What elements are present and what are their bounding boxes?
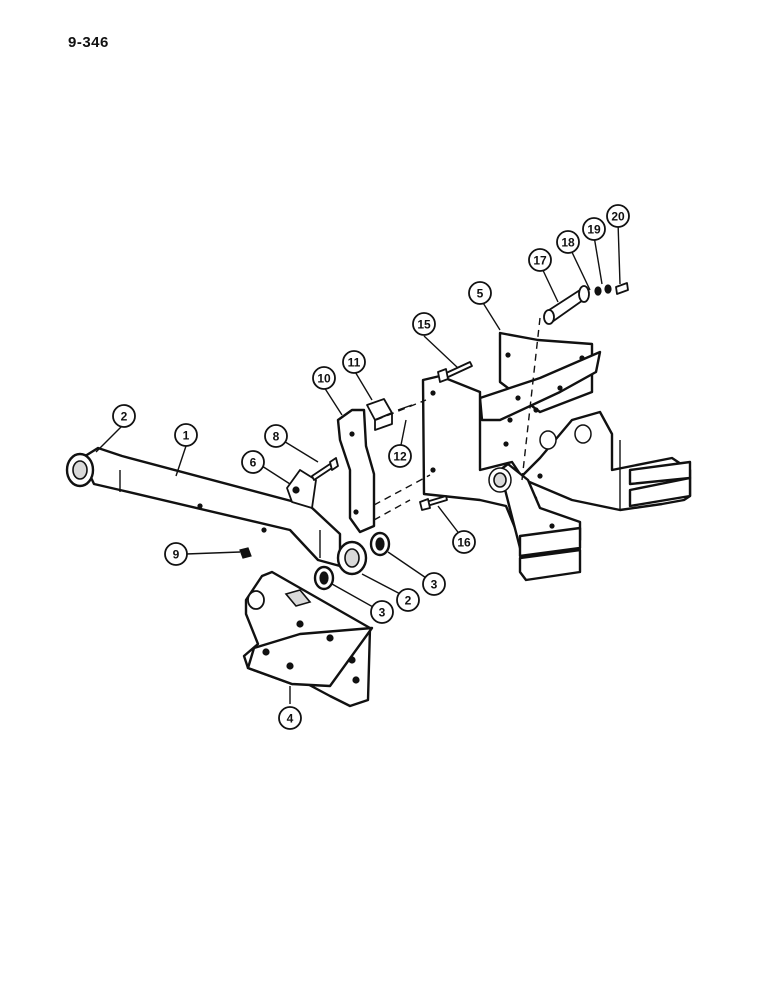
callout-20: 20 [606, 204, 630, 228]
callout-11-label: 11 [348, 356, 361, 370]
callout-3-b: 3 [370, 600, 394, 624]
callout-9: 9 [164, 542, 188, 566]
callout-3-a-label: 3 [431, 578, 438, 592]
callout-3-a: 3 [422, 572, 446, 596]
callout-1: 1 [174, 423, 198, 447]
callout-16: 16 [452, 530, 476, 554]
callout-5: 5 [468, 281, 492, 305]
callout-8: 8 [264, 424, 288, 448]
callout-12: 12 [388, 444, 412, 468]
main-bracket [421, 331, 692, 582]
callout-10-label: 10 [317, 372, 331, 386]
callout-2-front-label: 2 [405, 594, 412, 608]
callout-1-label: 1 [183, 429, 190, 443]
callout-18: 18 [556, 230, 580, 254]
callout-15: 15 [412, 312, 436, 336]
callout-17: 17 [528, 248, 552, 272]
callout-16-label: 16 [457, 536, 471, 550]
callout-15-label: 15 [417, 318, 431, 332]
callout-5-label: 5 [477, 287, 484, 301]
callout-12-label: 12 [393, 450, 407, 464]
clip-bolt-nut [239, 457, 339, 559]
callout-8-label: 8 [273, 430, 280, 444]
callout-6: 6 [241, 450, 265, 474]
callout-2-front: 2 [396, 588, 420, 612]
callout-11: 11 [342, 350, 366, 374]
callout-19: 19 [582, 217, 606, 241]
callout-20-label: 20 [611, 210, 625, 224]
callout-2-rear-label: 2 [121, 410, 128, 424]
spacers [313, 531, 391, 591]
callout-9-label: 9 [173, 548, 180, 562]
callout-4-label: 4 [287, 712, 294, 726]
callout-3-b-label: 3 [379, 606, 386, 620]
plate-and-block [336, 398, 431, 534]
callout-4: 4 [278, 706, 302, 730]
callout-17-label: 17 [533, 254, 547, 268]
callout-2-rear: 2 [112, 404, 136, 428]
callout-19-label: 19 [587, 223, 601, 237]
lower-link-arm [65, 446, 368, 576]
bolts [419, 361, 473, 511]
pivot-pin-assembly [521, 282, 629, 481]
page-number: 9-346 [68, 34, 109, 51]
callout-18-label: 18 [561, 236, 575, 250]
lower-bracket [242, 570, 374, 708]
callout-6-label: 6 [250, 456, 257, 470]
callout-10: 10 [312, 366, 336, 390]
